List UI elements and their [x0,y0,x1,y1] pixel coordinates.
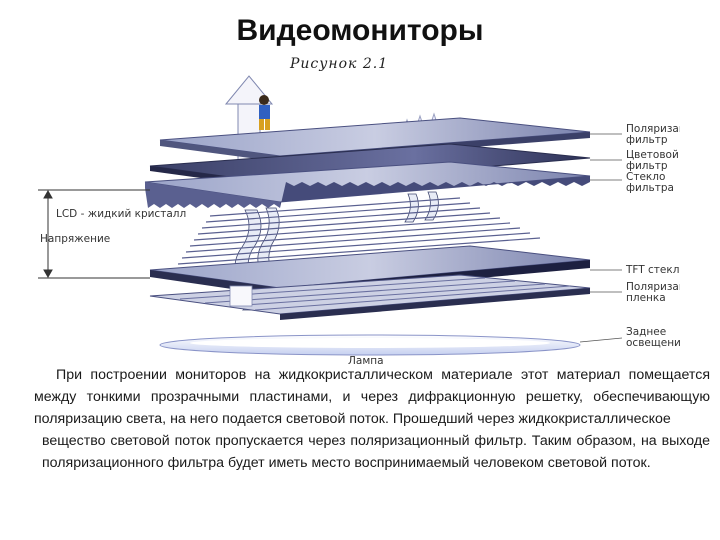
label-lamp: Лампа [348,355,384,365]
paragraph-2: вещество световой поток пропускается чер… [42,433,710,471]
voltage-bracket [38,189,150,279]
label-color-filter-1: Цветовой [626,149,679,161]
label-backlight-1: Заднее [626,326,666,338]
page-title: Видеомониторы [236,14,484,47]
label-color-filter-2: фильтр [626,160,668,172]
label-polarizing-filter-2: фильтр [626,134,668,146]
filter-glass-plate [144,161,591,208]
lcd-ribbed-layer [177,197,541,265]
label-backlight-2: освещение [626,337,680,349]
label-tft-glass: TFT стекло [625,264,680,276]
label-filter-glass-2: фильтра [626,182,674,194]
backlight-panel [159,334,581,356]
body-text: При построении мониторов на жидкокристал… [34,364,710,474]
person-icon [259,95,270,130]
paragraph-1: При построении мониторов на жидкокристал… [34,367,710,427]
label-polarizing-film-1: Поляризационная [626,281,680,293]
polarizing-film-plate [149,274,591,320]
label-lcd: LCD - жидкий кристалл [56,208,186,220]
lcd-structure-diagram: Поляризационный фильтр Цветовой фильтр С… [30,70,680,365]
label-polarizing-filter-1: Поляризационный [626,123,680,135]
label-filter-glass-1: Стекло [626,171,665,183]
figure-caption: Рисунок 2.1 [290,56,389,72]
label-leaders [579,133,623,343]
label-polarizing-film-2: пленка [626,292,666,304]
label-voltage: Напряжение [40,233,110,245]
